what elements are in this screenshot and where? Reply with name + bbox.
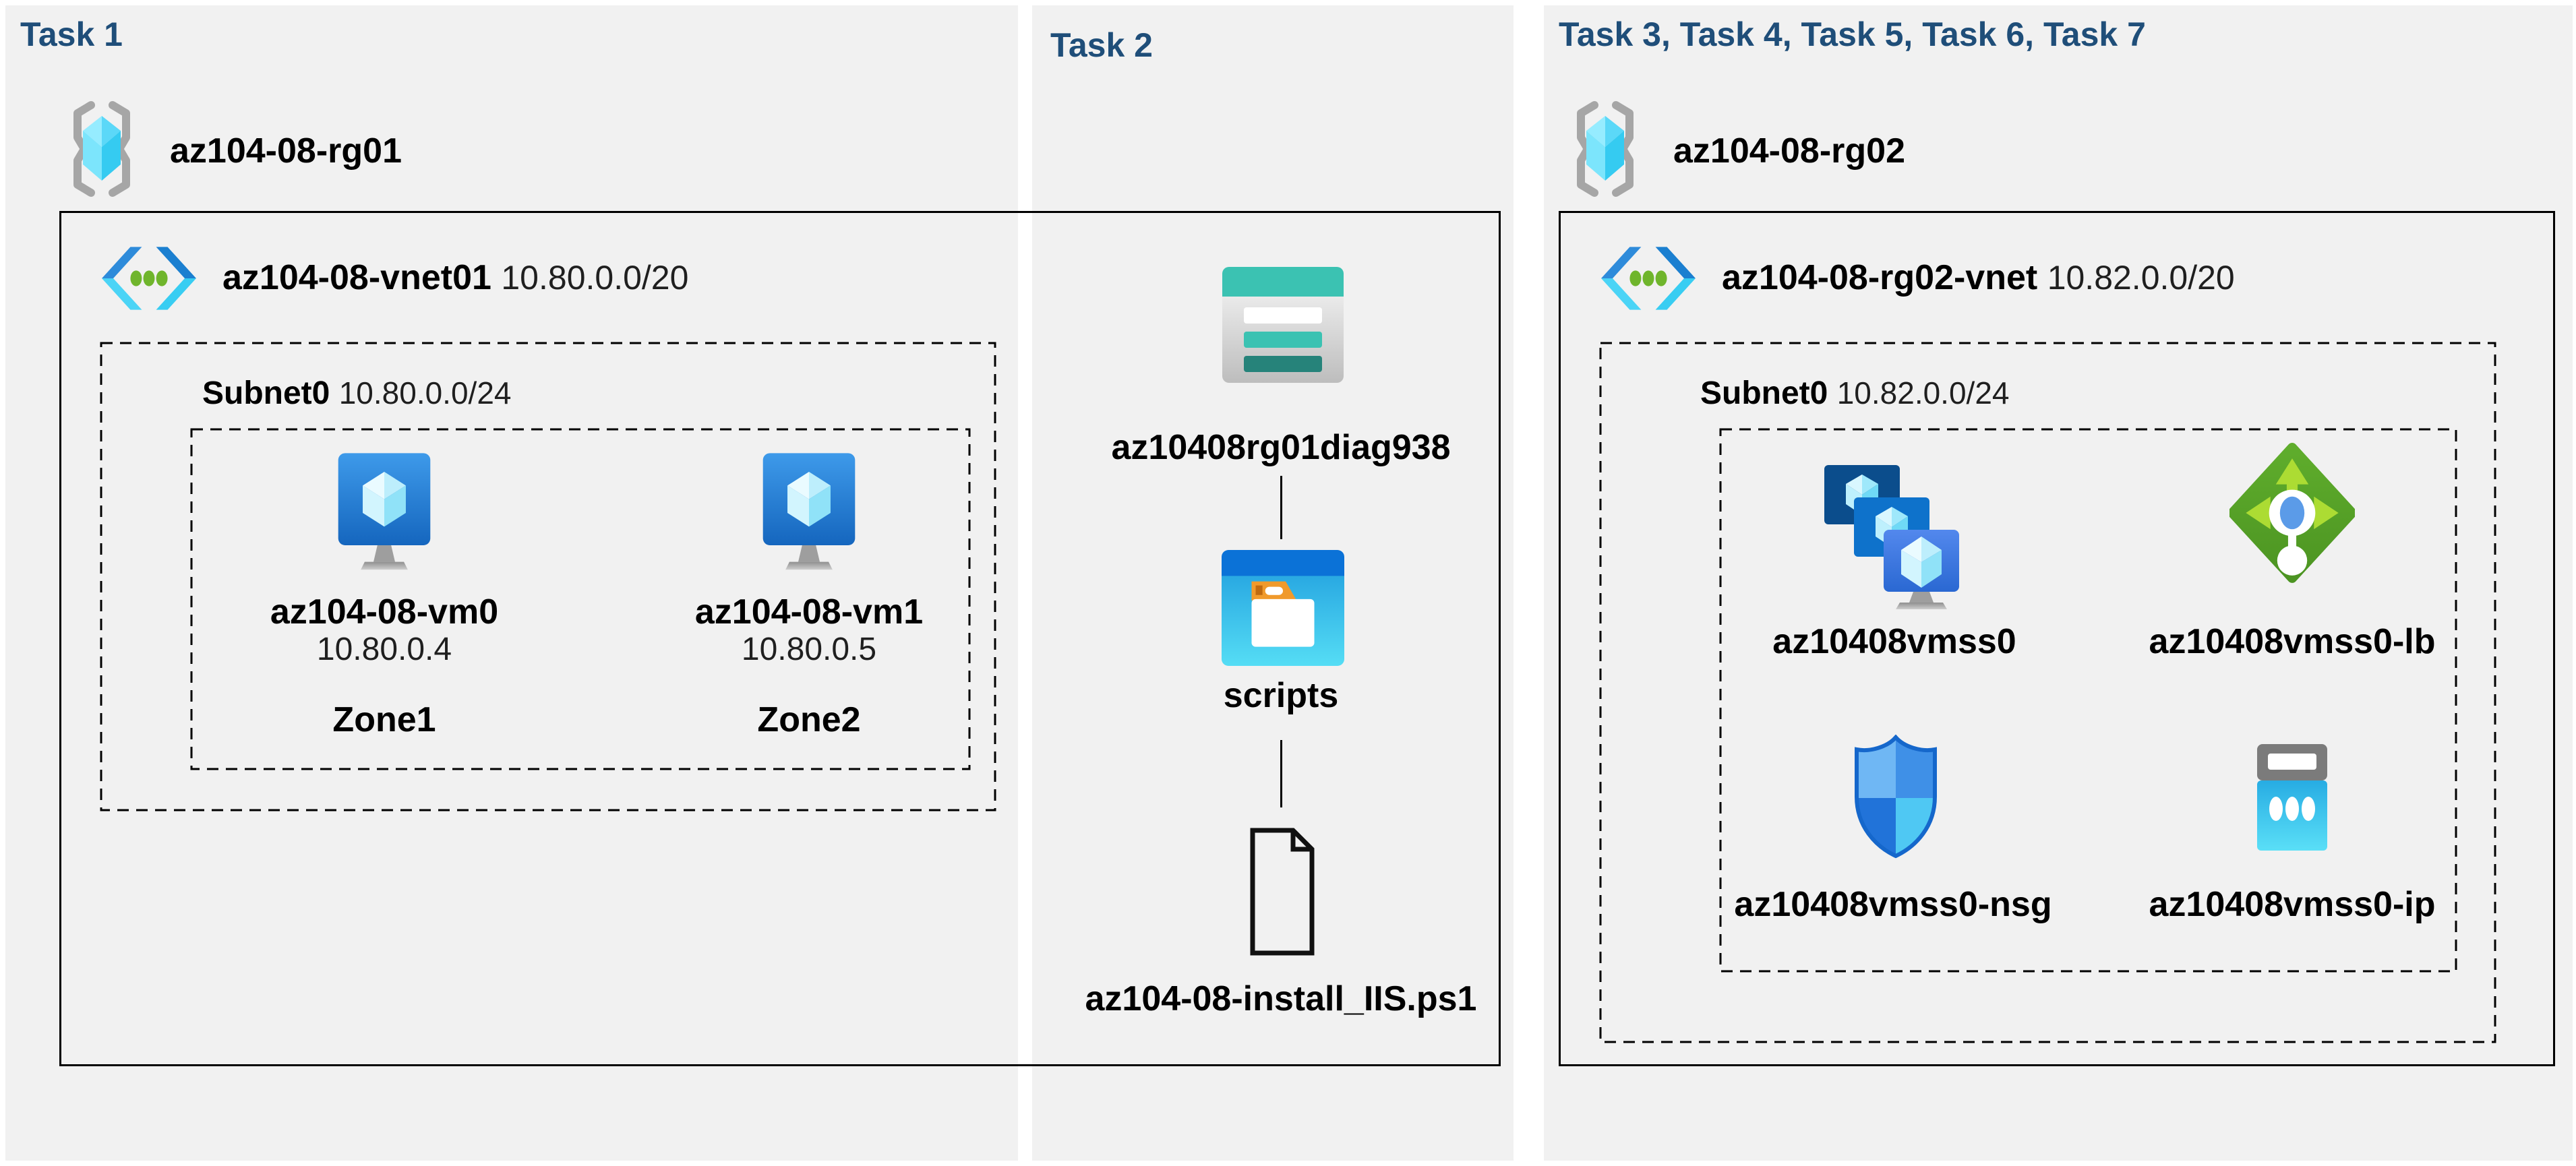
subnet-label: Subnet0 10.80.0.0/24 [202, 375, 512, 412]
vm-ip: 10.80.0.4 [316, 632, 452, 667]
task3-panel [1544, 5, 2573, 1161]
resource-group-icon [73, 101, 130, 197]
task2-title: Task 2 [1050, 26, 1153, 64]
zones-dashed-box [190, 428, 971, 770]
vnet-cidr: 10.80.0.0/20 [501, 259, 689, 297]
task1-title: Task 1 [20, 16, 123, 53]
network-security-group-icon [1855, 735, 1937, 859]
vnet-cidr: 10.82.0.0/20 [2047, 259, 2235, 297]
vnet1-box [59, 211, 1501, 1066]
file-icon [1250, 828, 1315, 956]
vnet-name: az104-08-vnet01 [222, 258, 491, 297]
public-ip-icon [2257, 744, 2327, 851]
storage-account-name: az10408rg01diag938 [1111, 428, 1451, 467]
virtual-network-icon [102, 247, 196, 310]
subnet2-dashed-box [1599, 342, 2496, 1043]
subnet-name: Subnet0 [202, 375, 330, 411]
connector-line [1280, 740, 1282, 807]
script-file-name: az104-08-install_IIS.ps1 [1085, 979, 1477, 1018]
vm-name: az104-08-vm0 [270, 592, 499, 632]
public-ip-name: az10408vmss0-ip [2149, 885, 2436, 924]
load-balancer-name: az10408vmss0-lb [2149, 622, 2436, 661]
storage-account-icon [1222, 267, 1344, 383]
nsg-name: az10408vmss0-nsg [1734, 885, 2052, 924]
virtual-network-icon [1601, 247, 1696, 310]
subnet-label: Subnet0 10.82.0.0/24 [1700, 375, 2010, 412]
vnet-name-label: az104-08-vnet01 10.80.0.0/20 [222, 257, 688, 298]
subnet-name: Subnet0 [1700, 375, 1828, 411]
vmss-dashed-box [1719, 428, 2457, 973]
resource-group-name: az104-08-rg01 [170, 131, 402, 171]
vnet2-box [1559, 211, 2555, 1066]
virtual-machine-icon [338, 453, 431, 570]
load-balancer-icon [2229, 443, 2355, 583]
task3-title: Task 3, Task 4, Task 5, Task 6, Task 7 [1559, 16, 2146, 53]
vnet-name-label: az104-08-rg02-vnet 10.82.0.0/20 [1722, 257, 2235, 298]
virtual-machine-icon [762, 453, 856, 570]
vm-scale-set-icon [1824, 465, 1959, 609]
blob-container-icon [1222, 550, 1344, 666]
resource-group-name: az104-08-rg02 [1673, 131, 1905, 171]
container-name: scripts [1223, 676, 1339, 715]
vnet-name: az104-08-rg02-vnet [1722, 258, 2038, 297]
vm-zone: Zone1 [332, 700, 436, 739]
vm-name: az104-08-vm1 [694, 592, 924, 632]
resource-group-icon [1577, 101, 1634, 197]
connector-line [1280, 476, 1282, 539]
vmss-name: az10408vmss0 [1772, 622, 2016, 661]
task1-panel [5, 5, 1018, 1161]
vm-ip: 10.80.0.5 [741, 632, 877, 667]
subnet-cidr: 10.80.0.0/24 [338, 375, 512, 410]
vm-zone: Zone2 [757, 700, 861, 739]
subnet-cidr: 10.82.0.0/24 [1836, 375, 2010, 410]
